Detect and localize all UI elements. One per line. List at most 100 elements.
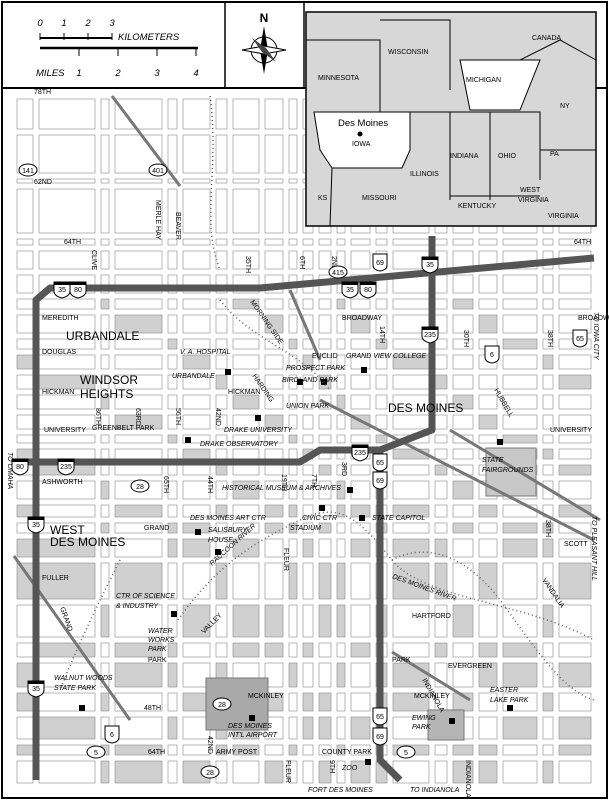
city-block <box>375 338 388 350</box>
km-tick-label: 1 <box>61 18 66 29</box>
city-block <box>336 480 346 500</box>
mn-border <box>306 39 381 112</box>
city-block <box>350 314 371 334</box>
city-block <box>232 250 260 270</box>
city-block <box>452 464 474 476</box>
city-block <box>215 480 228 500</box>
city-block <box>100 522 110 534</box>
landmark-label: DRAKE OBSERVATORY <box>200 441 279 448</box>
city-block <box>336 354 346 370</box>
city-block <box>434 464 448 476</box>
street-label: UNIVERSITY <box>550 427 592 434</box>
landmark-marker <box>449 718 455 724</box>
city-block <box>16 760 34 784</box>
shield-number: 28 <box>218 702 226 709</box>
city-block <box>542 716 554 740</box>
landmark-label: DES MOINES ART CTR <box>190 515 266 522</box>
beaver-creek <box>209 95 221 271</box>
city-block <box>502 538 538 558</box>
city-block <box>100 562 110 600</box>
landmark-marker <box>171 611 177 617</box>
city-block <box>288 434 298 444</box>
inset-state-label: INDIANA <box>450 153 479 160</box>
landmark-label: PARK <box>148 646 167 653</box>
city-block <box>452 238 474 246</box>
city-block <box>502 604 538 638</box>
city-block <box>302 662 314 688</box>
city-block <box>452 448 474 460</box>
interstate-shield: 80 <box>359 281 377 299</box>
city-block <box>16 538 34 558</box>
state-shield: 5 <box>86 745 106 759</box>
street-label: PARK <box>148 657 167 664</box>
city-block <box>318 662 332 688</box>
inset-state-label: WEST <box>520 187 541 194</box>
city-block <box>302 354 314 370</box>
city-block <box>215 538 228 558</box>
city-block <box>167 504 178 518</box>
street-label: EVERGREEN <box>448 663 492 670</box>
landmark-marker <box>79 705 85 711</box>
inset-state-label: MICHIGAN <box>466 77 501 84</box>
city-block <box>114 504 163 518</box>
landmark-marker <box>249 715 255 721</box>
city-block <box>478 538 498 558</box>
city-block <box>452 522 474 534</box>
city-block <box>502 662 538 688</box>
city-block <box>100 434 110 444</box>
city-block <box>502 562 538 600</box>
city-block <box>502 238 538 246</box>
city-block <box>434 274 448 294</box>
city-block <box>16 274 34 294</box>
city-block <box>114 414 163 430</box>
city-block <box>232 414 260 430</box>
city-block <box>336 504 346 518</box>
shield-number: 5 <box>94 750 98 757</box>
inset-state-label: KENTUCKY <box>458 203 496 210</box>
city-block <box>16 716 34 740</box>
interstate-shield: 35 <box>27 680 45 698</box>
inset-state-label: VIRGINIA <box>548 213 579 220</box>
city-block <box>16 692 34 712</box>
city-block <box>478 238 498 246</box>
city-block <box>38 504 96 518</box>
state-shield-outline <box>130 479 150 493</box>
street-label: DOUGLAS <box>42 349 77 356</box>
city-block <box>182 604 211 638</box>
city-block <box>350 562 371 600</box>
city-block <box>478 414 498 430</box>
city-block <box>182 178 211 184</box>
city-block <box>167 760 178 784</box>
city-block <box>318 238 332 246</box>
city-block <box>542 434 554 444</box>
city-block <box>542 298 554 310</box>
city-block <box>288 414 298 430</box>
city-block <box>100 480 110 500</box>
city-block <box>288 134 298 174</box>
city-block <box>452 562 474 600</box>
city-block <box>478 642 498 658</box>
street-label: BROADWAY <box>578 315 609 322</box>
city-block <box>182 538 211 558</box>
city-block <box>452 414 474 430</box>
street-label: GRAND <box>144 525 169 532</box>
city-block <box>558 464 592 476</box>
city-block <box>182 98 211 130</box>
shield-number: 80 <box>74 287 82 294</box>
city-block <box>558 662 592 688</box>
street-label: FLEUR <box>282 548 289 571</box>
city-block <box>392 464 430 476</box>
street-label: HICKMAN <box>228 389 260 396</box>
street-label: 78TH <box>34 89 51 96</box>
city-block <box>452 374 474 390</box>
city-block <box>336 692 346 712</box>
city-block <box>38 298 96 310</box>
landmark-marker <box>215 549 221 555</box>
city-block <box>16 604 34 638</box>
city-block <box>264 434 284 444</box>
landmark-label: UNION PARK <box>286 403 329 410</box>
city-block <box>100 760 110 784</box>
city-block <box>232 134 260 174</box>
city-block <box>114 394 163 410</box>
landmark-label: STATE PARK <box>54 685 96 692</box>
